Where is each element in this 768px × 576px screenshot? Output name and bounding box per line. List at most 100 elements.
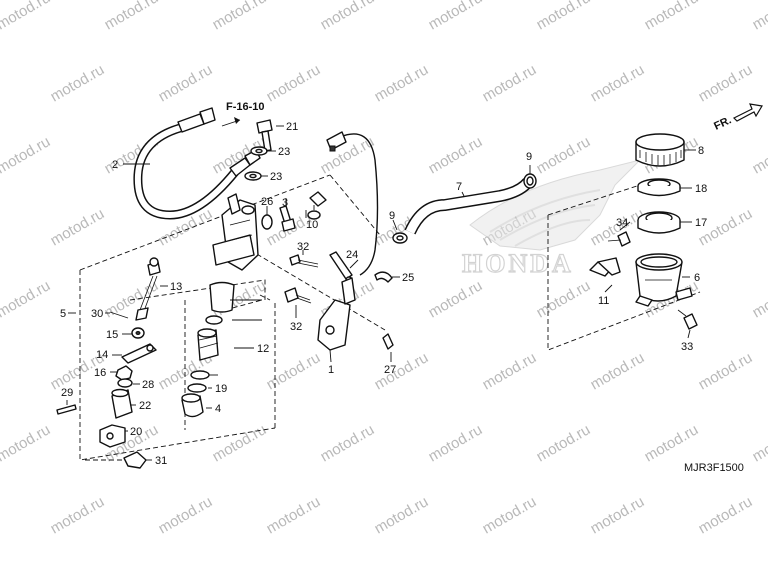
brake-hose [133,107,261,220]
sealing-washer-upper [250,146,268,156]
callout-26: 26 [261,196,273,208]
callout-6: 6 [694,272,700,284]
joint-bolt [279,205,296,232]
callout-24: 24 [346,249,358,261]
sealing-washer-lower [244,171,262,181]
pin-29 [56,404,77,415]
watermark-text: motod.ru [480,61,540,105]
watermark-text: motod.ru [156,61,216,105]
callout-17: 17 [695,217,707,229]
callout-13: 13 [170,281,182,293]
joint-15 [131,327,145,339]
reference-marker: F-16-10 [221,101,265,127]
callout-18: 18 [695,183,707,195]
front-label: FR. [712,114,733,132]
cotter-pin-30 [109,311,129,319]
watermark-text: motod.ru [264,349,324,393]
watermark-text: motod.ru [588,61,648,105]
brake-switch-wire [326,131,379,276]
callout-30: 30 [91,308,103,320]
watermark-text: motod.ru [372,493,432,537]
washer-28 [117,378,133,388]
watermark-text: motod.ru [210,421,270,465]
callout-25: 25 [402,272,414,284]
switch-bracket [317,277,356,363]
watermark-text: motod.ru [48,205,108,249]
reservoir-boundary [547,184,701,351]
watermark-text: motod.ru [534,133,594,177]
boot-22 [111,388,133,419]
callout-20: 20 [130,426,142,438]
watermark-text: motod.ru [480,349,540,393]
watermark-text: motod.ru [534,421,594,465]
hose-clamp-lower [392,232,408,244]
reference-label: F-16-10 [226,101,265,113]
master-cylinder [212,193,259,271]
watermark-text: motod.ru [750,277,768,321]
watermark-text: motod.ru [0,277,53,321]
reservoir-hose [404,177,533,235]
watermark-text: motod.ru [102,0,162,33]
o-ring [261,214,273,230]
watermark-text: motod.ru [318,421,378,465]
watermark-text: motod.ru [48,493,108,537]
reservoir-cap [635,133,685,167]
callout-34: 34 [616,217,628,229]
watermark-text: motod.ru [372,349,432,393]
callout-31: 31 [155,455,167,467]
joint-plate-14 [121,343,157,364]
honda-wing-logo: HONDA [461,159,642,279]
nut-16 [115,365,133,381]
callout-12: 12 [257,343,269,355]
callout-9-lower: 9 [389,210,395,222]
callout-22: 22 [139,400,151,412]
reservoir-tank [635,253,693,307]
callout-11: 11 [598,295,609,307]
front-direction-marker: FR. [712,103,763,133]
callout-7: 7 [456,181,462,193]
callout-8: 8 [698,145,704,157]
callout-23-upper: 23 [278,146,290,158]
watermark-text: motod.ru [426,421,486,465]
spring-piston-kit [181,281,235,418]
watermark-text: motod.ru [534,277,594,321]
watermark-text: motod.ru [318,0,378,33]
watermark-text: motod.ru [426,133,486,177]
mounting-bolt-lower [284,287,312,304]
stay-bolt [607,231,631,247]
pivot-31 [123,451,147,469]
reservoir-diaphragm [637,211,681,234]
banjo-bolt [256,119,273,152]
reservoir-plate [637,178,681,197]
callout-9-upper: 9 [526,151,532,163]
watermark-text: motod.ru [426,277,486,321]
callout-21: 21 [286,121,298,133]
callout-33: 33 [681,341,693,353]
reservoir-stay [589,257,621,277]
pushrod-13 [135,257,161,321]
watermark-text: motod.ru [264,493,324,537]
callout-29: 29 [61,387,73,399]
callout-27: 27 [384,364,396,376]
mounting-bolt-upper [289,254,319,268]
watermark-text: motod.ru [588,349,648,393]
watermark-text: motod.ru [588,493,648,537]
watermark-text: motod.ru [0,133,53,177]
leader-lines [66,125,696,461]
callout-4: 4 [215,403,221,415]
watermark-text: motod.ru [750,421,768,465]
callout-5: 5 [60,308,66,320]
watermark-text: motod.ru [534,0,594,33]
watermark-text: motod.ru [642,421,702,465]
callout-32-lower: 32 [290,321,302,333]
bolt-27 [382,333,394,350]
sealing-washer [307,191,327,220]
watermark-text: motod.ru [156,493,216,537]
callout-labels: 1 2 3 4 5 6 7 8 9 9 10 11 12 13 14 15 16… [60,121,707,467]
watermark-text: motod.ru [48,61,108,105]
callout-19: 19 [215,383,227,395]
honda-logo-text: HONDA [462,249,574,278]
watermark-text: motod.ru [210,0,270,33]
watermark-text: motod.ru [372,61,432,105]
